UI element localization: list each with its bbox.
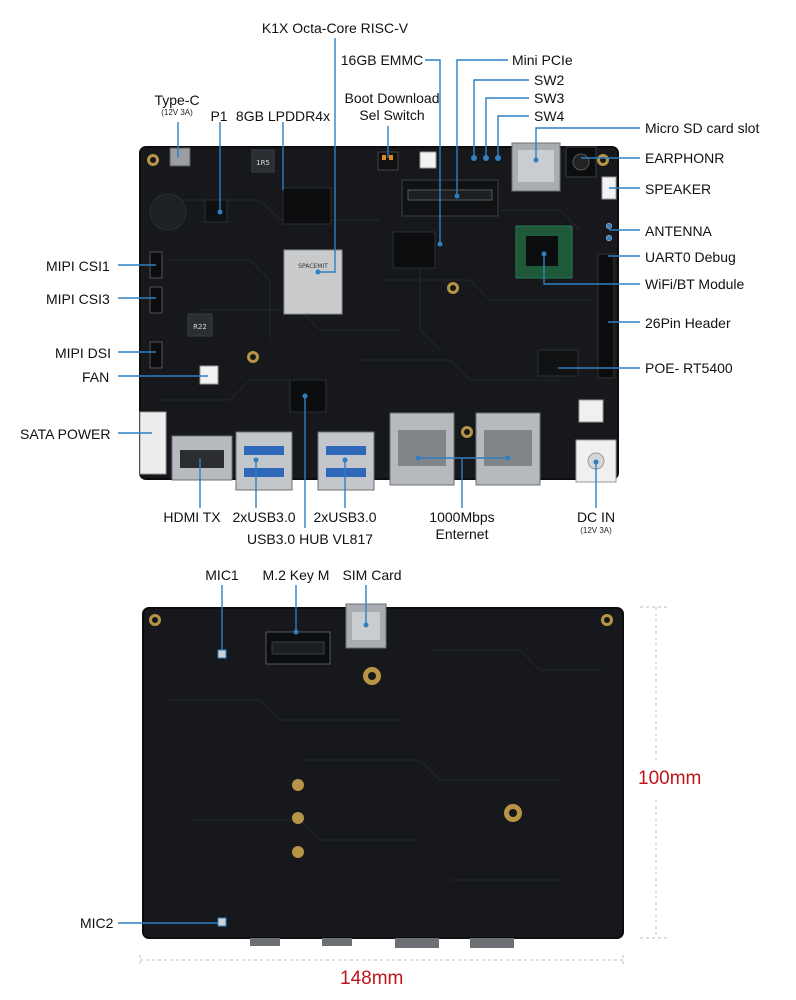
26pin-header <box>597 253 615 379</box>
label-mic2: MIC2 <box>80 915 114 931</box>
label-uart: UART0 Debug <box>645 249 736 265</box>
leader-lines-bottom <box>118 585 367 924</box>
label-mipi-csi1: MIPI CSI1 <box>46 258 110 274</box>
inductor-r22 <box>187 313 213 337</box>
lpddr-chip <box>282 187 332 225</box>
dimension-height: 100mm <box>638 768 702 789</box>
label-speaker: SPEAKER <box>645 181 712 197</box>
mic1-component <box>217 649 227 659</box>
fan-connector <box>199 365 219 385</box>
inductor-1r5 <box>251 149 275 173</box>
label-type-c-spec: (12V 3A) <box>161 108 193 117</box>
label-wifi: WiFi/BT Module <box>645 276 745 292</box>
label-usb-b: 2xUSB3.0 <box>313 509 377 525</box>
label-p1: P1 <box>210 108 228 124</box>
label-mini-pcie: Mini PCIe <box>512 52 573 68</box>
label-boot-switch-2: Sel Switch <box>359 107 425 123</box>
label-ethernet-1: 1000Mbps <box>429 509 495 525</box>
leader-dots-top <box>217 155 612 465</box>
earphone-jack <box>565 146 597 178</box>
label-26pin-header: 26Pin Header <box>645 315 731 331</box>
label-fan: FAN <box>82 369 110 385</box>
label-hdmi: HDMI TX <box>163 509 221 525</box>
label-sim: SIM Card <box>342 567 402 583</box>
label-boot-switch-1: Boot Download <box>344 90 440 106</box>
label-sw4: SW4 <box>534 108 565 124</box>
mic2-component <box>217 917 227 927</box>
label-dc-in-spec: (12V 3A) <box>580 526 612 535</box>
leader-lines-top <box>118 38 640 528</box>
label-usb-a: 2xUSB3.0 <box>232 509 296 525</box>
inductor-r22-label: R22 <box>193 323 207 331</box>
mipi-csi3-connector <box>149 286 163 314</box>
label-mipi-dsi: MIPI DSI <box>55 345 112 361</box>
label-type-c: Type-C <box>154 92 200 108</box>
label-dc-in: DC IN <box>576 509 616 525</box>
small-white-box <box>419 151 437 169</box>
leader-dots-bottom <box>293 622 369 635</box>
bottom-mounting-holes <box>149 614 613 858</box>
label-sw3: SW3 <box>534 90 565 106</box>
label-mipi-csi3: MIPI CSI3 <box>46 291 110 307</box>
label-m2: M.2 Key M <box>262 567 330 583</box>
label-lpddr: 8GB LPDDR4x <box>235 108 331 124</box>
mipi-dsi-connector <box>149 341 163 369</box>
soc-brand: SPACEMIT <box>298 263 328 270</box>
emmc-chip <box>392 231 436 269</box>
label-antenna: ANTENNA <box>645 223 712 239</box>
label-poe: POE- RT5400 <box>645 360 733 376</box>
label-usb-hub: USB3.0 HUB VL817 <box>246 531 374 547</box>
power-switch <box>578 399 604 423</box>
sata-power-connector <box>139 411 167 475</box>
label-earphone: EARPHONR <box>645 150 725 166</box>
label-emmc: 16GB EMMC <box>340 52 424 68</box>
inductor-label: 1R5 <box>256 159 270 167</box>
label-soc: K1X Octa-Core RISC-V <box>261 20 409 36</box>
poe-area <box>537 349 579 377</box>
label-micro-sd: Micro SD card slot <box>645 120 760 136</box>
label-ethernet-2: Enternet <box>435 526 489 542</box>
p1-chip <box>204 199 228 223</box>
label-sw2: SW2 <box>534 72 565 88</box>
usb-stack-1 <box>235 431 293 491</box>
mounting-holes <box>147 154 609 438</box>
type-c-port <box>169 147 191 167</box>
usb-hub-chip <box>289 379 327 413</box>
bottom-board <box>142 603 624 948</box>
rtc-battery <box>149 193 187 231</box>
label-mic1: MIC1 <box>205 567 239 583</box>
dimension-lines <box>139 606 668 964</box>
dimension-width: 148mm <box>340 968 404 989</box>
soc-chip <box>283 249 343 315</box>
label-sata-power: SATA POWER <box>20 426 111 442</box>
top-board: 1R5 SPACEMIT R22 <box>139 142 619 491</box>
